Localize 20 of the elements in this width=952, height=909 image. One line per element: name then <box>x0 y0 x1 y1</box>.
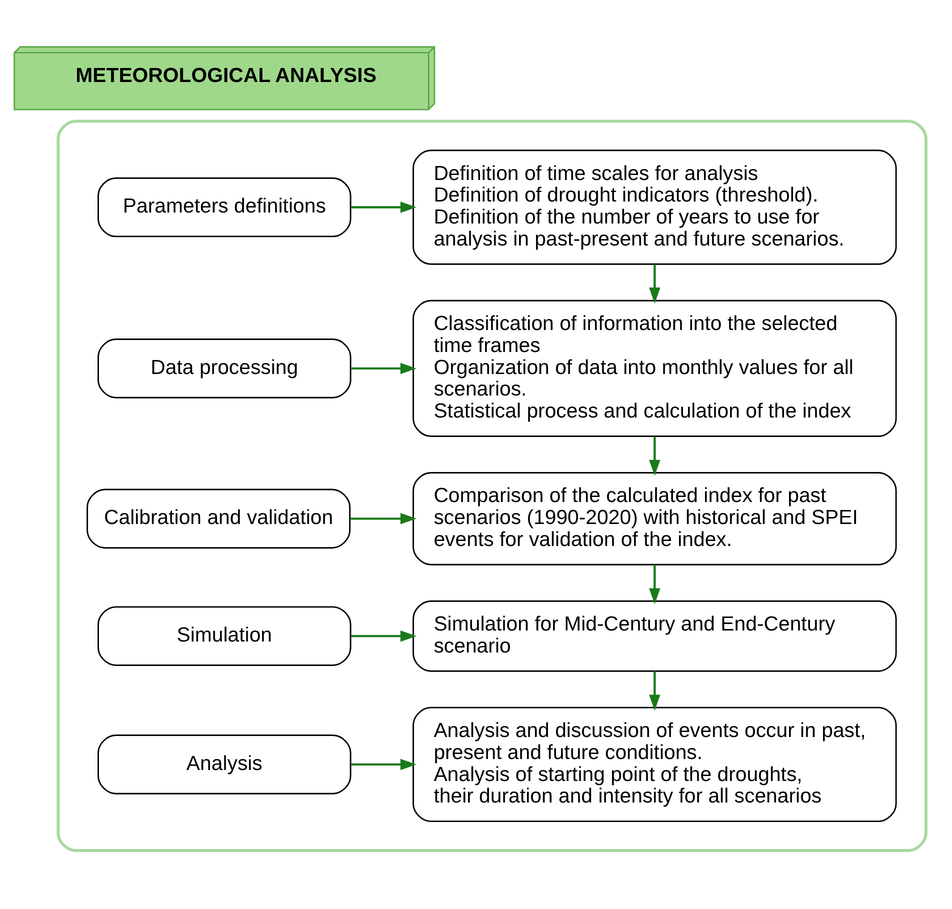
arrow <box>350 630 416 642</box>
cluster <box>56 120 928 852</box>
node-box: Analysis <box>98 734 352 794</box>
node-box: Simulation <box>98 606 352 666</box>
arrow <box>350 513 417 524</box>
arrow <box>350 362 416 374</box>
arrow <box>350 202 416 213</box>
node-box: Calibration and validation <box>86 488 351 549</box>
node-box: Definition of time scales for analysis Definition of drought indicators (threshold). Definition of the number of years to use for analysis in past-present and future scenarios. <box>412 150 897 265</box>
node-box: Data processing <box>98 338 352 398</box>
arrow <box>649 264 660 304</box>
node-box: Analysis and discussion of events occur in past, present and future conditions. Analysis of starting point of the droughts, their duration and intensity for all scenarios <box>412 706 897 822</box>
node-box: Simulation for Mid-Century and End-Century scenario <box>412 600 897 672</box>
arrow <box>649 564 660 604</box>
arrow <box>350 758 416 770</box>
node-box: Comparison of the calculated index for past scenarios (1990-2020) with historical and SPEI events for validation of the index. <box>412 472 897 566</box>
arrow <box>649 671 660 711</box>
node-box: Classification of information into the selected time frames Organization of data into monthly values for all scenarios. Statistical process and calculation of the index <box>412 300 897 437</box>
node-box: Parameters definitions <box>98 177 352 238</box>
arrow <box>649 436 660 476</box>
